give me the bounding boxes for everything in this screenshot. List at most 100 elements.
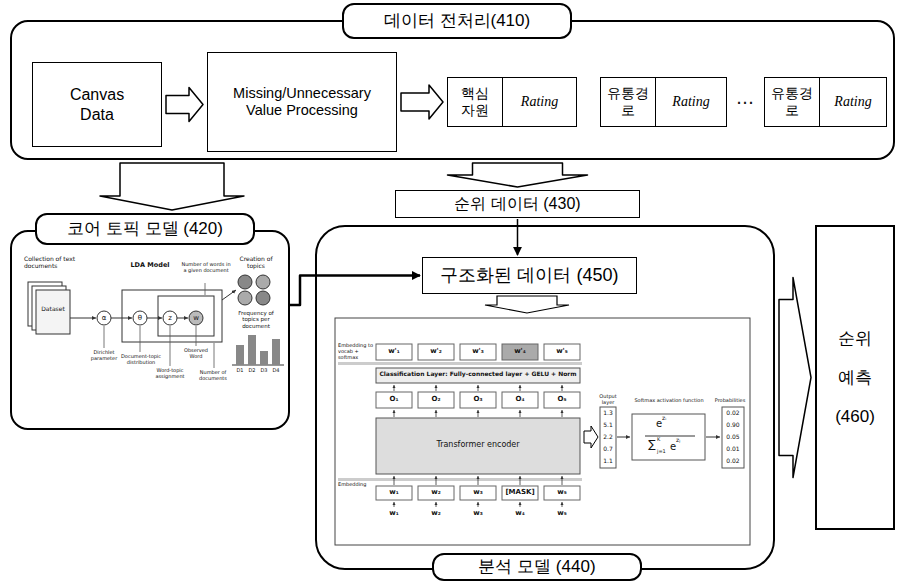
illustration-label: O₃ bbox=[460, 395, 496, 403]
illustration-label: 5.1 bbox=[600, 422, 616, 429]
illustration-label: w'₅ bbox=[544, 347, 580, 355]
illustration-label: w'₁ bbox=[376, 347, 412, 355]
cell-text: 유통경 로 bbox=[601, 78, 656, 126]
flow-line bbox=[394, 385, 395, 391]
leader-line bbox=[170, 326, 171, 366]
illustration-label: α bbox=[98, 314, 110, 322]
illustration-label: Creation of topics bbox=[234, 256, 278, 270]
illustration-label: Classification Layer: Fully-connected la… bbox=[376, 371, 580, 378]
cell-text: 핵심 자원 bbox=[448, 78, 503, 126]
illustration-label: w₄ bbox=[502, 509, 538, 517]
variable-circle bbox=[163, 311, 177, 325]
token-box bbox=[502, 344, 538, 360]
flow-line bbox=[562, 502, 563, 507]
block-arrow bbox=[401, 85, 443, 119]
figure-frame bbox=[335, 318, 750, 545]
token-box bbox=[502, 486, 538, 500]
topic-circle bbox=[256, 291, 270, 305]
leader-line bbox=[140, 326, 141, 352]
flow-line bbox=[478, 502, 479, 507]
flow-arrow bbox=[290, 276, 420, 306]
illustration-label: 0.90 bbox=[722, 422, 744, 429]
flow-line bbox=[436, 502, 437, 507]
value-column bbox=[600, 407, 616, 468]
illustration-label: w'₄ bbox=[502, 347, 538, 355]
token-box bbox=[376, 486, 412, 500]
flow-line bbox=[562, 410, 563, 417]
block-arrow bbox=[100, 163, 244, 210]
illustration-label: Embedding bbox=[338, 482, 374, 488]
box-text: 순위 예측 (460) bbox=[831, 319, 879, 436]
flow-line bbox=[562, 476, 563, 485]
illustration-label: Number of documents bbox=[196, 370, 230, 382]
fraction-line bbox=[645, 436, 695, 437]
illustration-label: D4 bbox=[270, 368, 282, 374]
illustration-label: ∑ bbox=[646, 439, 658, 452]
data-box: 순위 데이터 (430) bbox=[395, 190, 640, 218]
observed-circle bbox=[189, 311, 203, 325]
token-box bbox=[544, 486, 580, 500]
illustration-label: [MASK] bbox=[502, 488, 538, 496]
flow-line bbox=[394, 476, 395, 485]
flow-line bbox=[147, 318, 162, 319]
illustration-label: D1 bbox=[234, 368, 246, 374]
flow-line bbox=[478, 385, 479, 391]
flow-line bbox=[478, 476, 479, 485]
illustration-label: O₁ bbox=[376, 395, 412, 403]
heading-tab: 데이터 전처리(410) bbox=[342, 3, 572, 39]
illustration-label: 0.02 bbox=[722, 458, 744, 465]
flow-line bbox=[520, 476, 521, 485]
process-group: 데이터 전처리(410)Canvas DataMissing/Unnecessa… bbox=[10, 20, 895, 160]
illustration-label: D3 bbox=[258, 368, 270, 374]
illustration-label: 1.3 bbox=[600, 410, 616, 417]
illustration-label: j=1 bbox=[657, 449, 671, 455]
rating-text: Rating bbox=[503, 78, 576, 126]
flow-line bbox=[436, 385, 437, 391]
process-box: Canvas Data bbox=[32, 62, 162, 147]
heading-tab: 코어 토픽 모델 (420) bbox=[35, 213, 255, 245]
flow-line bbox=[70, 318, 96, 319]
flow-line bbox=[706, 437, 720, 438]
illustration-label: 2.2 bbox=[600, 434, 616, 441]
flow-line bbox=[520, 410, 521, 417]
illustration-label: θ bbox=[134, 314, 146, 322]
illustration-label: w₁ bbox=[376, 509, 412, 517]
illustration-label: Word-topic assignment bbox=[150, 368, 190, 380]
illustration-label: O₅ bbox=[544, 395, 580, 403]
leader-line bbox=[104, 326, 105, 348]
flow-line bbox=[562, 385, 563, 391]
block-arrow bbox=[779, 278, 811, 478]
rating-text: Rating bbox=[656, 78, 726, 126]
document-sheet bbox=[36, 290, 70, 334]
leader-line bbox=[205, 283, 206, 295]
illustration-label: w₅ bbox=[544, 509, 580, 517]
variable-circle bbox=[133, 311, 147, 325]
word-plate bbox=[158, 296, 214, 336]
illustration-label: w₃ bbox=[460, 488, 496, 496]
flow-line bbox=[394, 502, 395, 507]
leader-line bbox=[214, 343, 215, 368]
separator-bar bbox=[338, 478, 582, 481]
token-box bbox=[376, 344, 412, 360]
separator-bar bbox=[338, 362, 582, 365]
illustration-label: w'₃ bbox=[460, 347, 496, 355]
token-box bbox=[460, 486, 496, 500]
flow-line bbox=[111, 318, 132, 319]
document-plate bbox=[122, 290, 222, 342]
heading-tab: 분석 모델 (440) bbox=[432, 553, 642, 581]
illustration-label: w₅ bbox=[544, 488, 580, 496]
variable-circle bbox=[97, 311, 111, 325]
illustration-label: w₂ bbox=[418, 509, 454, 517]
hollow-arrow bbox=[584, 426, 598, 448]
illustration-label: Frequency of topics per document bbox=[230, 310, 282, 329]
illustration-label: D2 bbox=[246, 368, 258, 374]
illustration-label: 0.05 bbox=[722, 434, 744, 441]
illustration-label: w₂ bbox=[418, 488, 454, 496]
illustration-label: 0.7 bbox=[600, 446, 616, 453]
illustration-label: w bbox=[190, 314, 202, 322]
illustration-label: w'₂ bbox=[418, 347, 454, 355]
